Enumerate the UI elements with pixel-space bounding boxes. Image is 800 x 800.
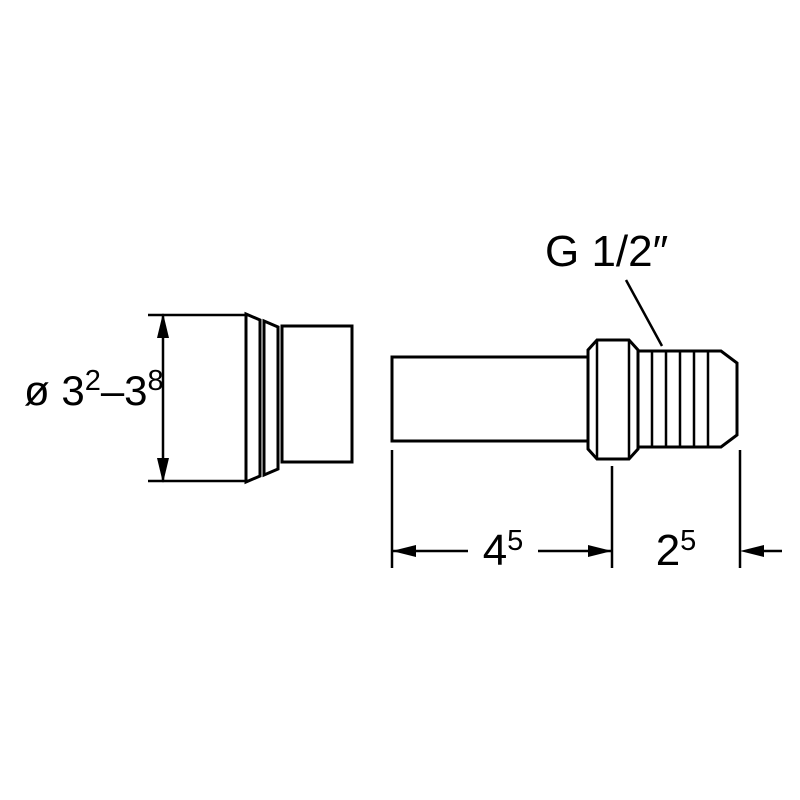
thread-size-leader-line [624, 279, 664, 347]
thread-length-base: 2 [656, 526, 680, 575]
threaded-stub-outline [636, 349, 739, 449]
thread-length-sup: 5 [680, 525, 696, 557]
shank-length-base: 4 [483, 526, 507, 575]
flange-disc-outline [244, 311, 262, 485]
shank-arrow-left [392, 545, 416, 557]
diameter-label-mid: –3 [101, 367, 148, 414]
flange-gasket-outline [262, 318, 280, 478]
thread-length-label: 25 [656, 525, 697, 575]
diameter-arrow-down [157, 458, 169, 483]
diameter-label-sup1: 2 [85, 365, 101, 397]
pipe-body-outline [390, 355, 590, 443]
diameter-arrow-up [157, 313, 169, 338]
diameter-label: ø 32–38 [24, 365, 164, 414]
diameter-label-prefix: ø 3 [24, 367, 85, 414]
hex-nut-outline [586, 338, 640, 461]
shank-length-label: 45 [483, 525, 524, 575]
shank-length-sup: 5 [507, 525, 523, 557]
thread-length-arrow-outside [740, 545, 764, 557]
shank-arrow-right [588, 545, 612, 557]
diameter-label-sup2: 8 [148, 365, 164, 397]
thread-size-label: G 1/2″ [545, 227, 668, 276]
flange-sleeve-outline [280, 324, 354, 464]
